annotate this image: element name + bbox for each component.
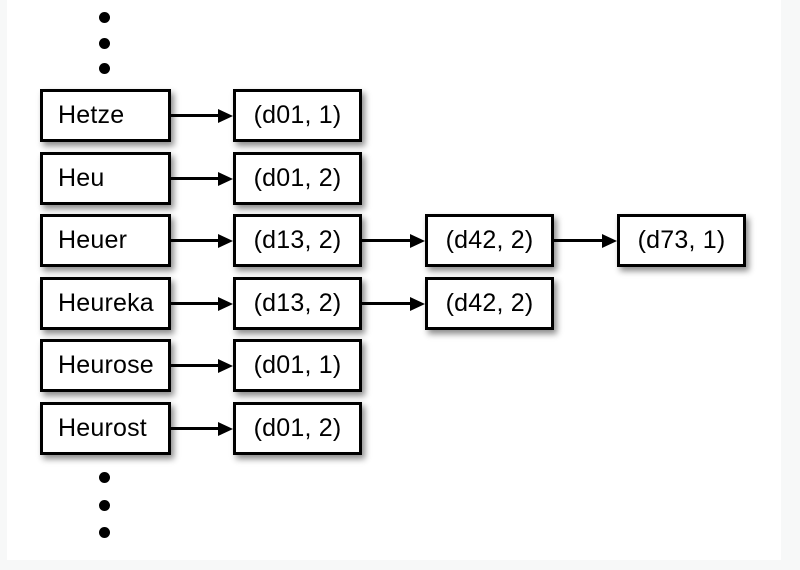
term-label: Hetze — [58, 101, 125, 129]
index-row: Heurost (d01, 2) — [40, 402, 362, 455]
arrow-head-icon — [602, 233, 617, 248]
term-box: Heuer — [40, 214, 171, 267]
arrow-head-icon — [218, 171, 233, 186]
posting-label: (d01, 1) — [253, 351, 342, 379]
term-box: Heurost — [40, 402, 171, 455]
posting-box: (d13, 2) — [233, 214, 362, 267]
ellipsis-bottom-dot — [99, 527, 110, 538]
arrow-head-icon — [218, 296, 233, 311]
ellipsis-top-dot — [99, 63, 110, 74]
arrow-shaft — [362, 239, 411, 242]
index-row: Heuer (d13, 2) (d42, 2) (d73, 1) — [40, 214, 746, 267]
term-label: Heu — [58, 164, 105, 192]
term-label: Heurost — [58, 414, 147, 442]
index-row: Hetze (d01, 1) — [40, 89, 362, 142]
arrow-shaft — [171, 364, 219, 367]
arrow-shaft — [171, 239, 219, 242]
term-label: Heuer — [58, 226, 128, 254]
ellipsis-top-dot — [99, 12, 110, 23]
arrow-shaft — [171, 177, 219, 180]
posting-label: (d01, 2) — [253, 414, 342, 442]
arrow-shaft — [171, 114, 219, 117]
arrow-connector — [171, 233, 233, 248]
posting-label: (d42, 2) — [445, 289, 534, 317]
posting-box: (d01, 1) — [233, 339, 362, 392]
arrow-connector — [171, 171, 233, 186]
posting-label: (d42, 2) — [445, 226, 534, 254]
arrow-head-icon — [218, 421, 233, 436]
arrow-head-icon — [218, 108, 233, 123]
index-row: Heurose (d01, 1) — [40, 339, 362, 392]
term-label: Heurose — [58, 351, 154, 379]
posting-box: (d42, 2) — [425, 277, 554, 330]
term-box: Heureka — [40, 277, 171, 330]
index-row: Heu (d01, 2) — [40, 152, 362, 205]
posting-box: (d13, 2) — [233, 277, 362, 330]
term-box: Heu — [40, 152, 171, 205]
ellipsis-bottom-dot — [99, 472, 110, 483]
arrow-shaft — [171, 302, 219, 305]
posting-label: (d01, 1) — [253, 101, 342, 129]
arrow-head-icon — [410, 296, 425, 311]
arrow-head-icon — [218, 233, 233, 248]
posting-label: (d01, 2) — [253, 164, 342, 192]
posting-label: (d13, 2) — [253, 289, 342, 317]
arrow-connector — [171, 421, 233, 436]
term-box: Hetze — [40, 89, 171, 142]
arrow-shaft — [554, 239, 603, 242]
posting-box: (d01, 2) — [233, 152, 362, 205]
index-row: Heureka (d13, 2) (d42, 2) — [40, 277, 554, 330]
arrow-connector — [171, 296, 233, 311]
posting-box: (d01, 1) — [233, 89, 362, 142]
ellipsis-top-dot — [99, 38, 110, 49]
ellipsis-bottom-dot — [99, 500, 110, 511]
posting-label: (d73, 1) — [637, 226, 726, 254]
posting-box: (d01, 2) — [233, 402, 362, 455]
arrow-head-icon — [218, 358, 233, 373]
slide-panel: Hetze (d01, 1) Heu (d01, 2) — [7, 0, 781, 560]
posting-label: (d13, 2) — [253, 226, 342, 254]
arrow-head-icon — [410, 233, 425, 248]
term-box: Heurose — [40, 339, 171, 392]
inverted-index-diagram: Hetze (d01, 1) Heu (d01, 2) — [7, 0, 781, 560]
posting-box: (d73, 1) — [617, 214, 746, 267]
arrow-shaft — [362, 302, 411, 305]
arrow-connector — [362, 296, 425, 311]
arrow-connector — [362, 233, 425, 248]
posting-box: (d42, 2) — [425, 214, 554, 267]
arrow-connector — [554, 233, 617, 248]
arrow-connector — [171, 358, 233, 373]
arrow-shaft — [171, 427, 219, 430]
term-label: Heureka — [58, 289, 154, 317]
arrow-connector — [171, 108, 233, 123]
